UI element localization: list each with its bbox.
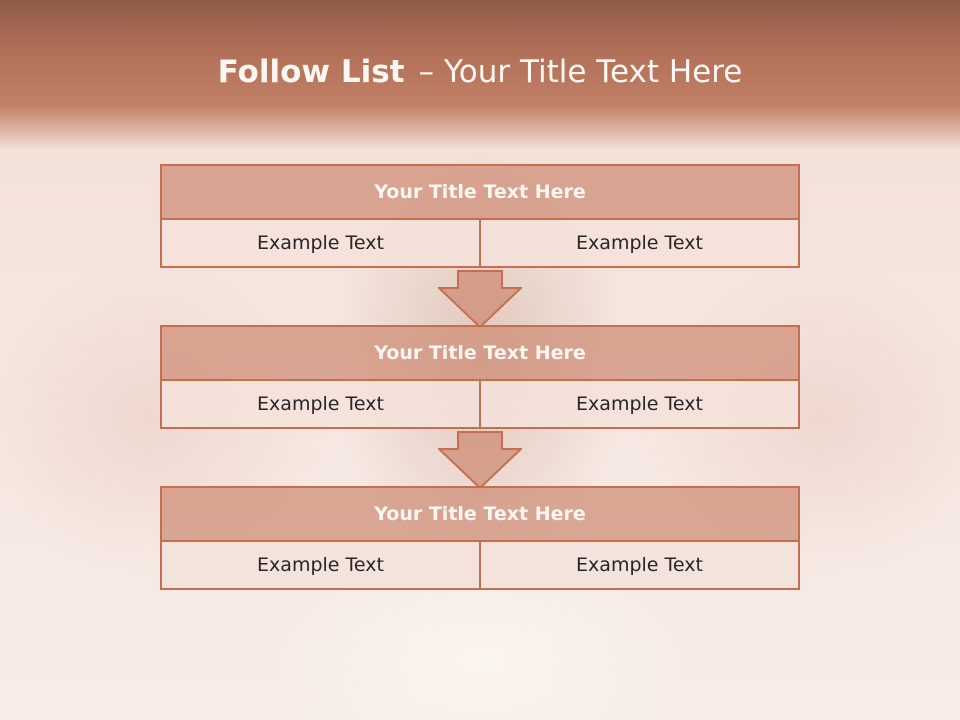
block-cell-right: Example Text: [479, 218, 800, 268]
block-title: Your Title Text Here: [160, 325, 800, 381]
list-block-3: Your Title Text Here Example Text Exampl…: [160, 486, 800, 590]
block-cell-right: Example Text: [479, 540, 800, 590]
slide-title-bold: Follow List: [217, 54, 405, 90]
list-block-2: Your Title Text Here Example Text Exampl…: [160, 325, 800, 429]
down-arrow-icon: [438, 431, 522, 489]
block-row: Example Text Example Text: [160, 379, 800, 429]
block-title: Your Title Text Here: [160, 486, 800, 542]
slide-title-separator: –: [418, 54, 434, 90]
block-row: Example Text Example Text: [160, 540, 800, 590]
slide-title: Follow List–Your Title Text Here: [0, 54, 960, 90]
down-arrow-icon: [438, 270, 522, 328]
slide-title-rest: Your Title Text Here: [443, 54, 743, 90]
block-cell-left: Example Text: [160, 540, 481, 590]
header-band: [0, 0, 960, 150]
block-cell-left: Example Text: [160, 379, 481, 429]
list-block-1: Your Title Text Here Example Text Exampl…: [160, 164, 800, 268]
block-cell-left: Example Text: [160, 218, 481, 268]
block-row: Example Text Example Text: [160, 218, 800, 268]
block-cell-right: Example Text: [479, 379, 800, 429]
block-title: Your Title Text Here: [160, 164, 800, 220]
